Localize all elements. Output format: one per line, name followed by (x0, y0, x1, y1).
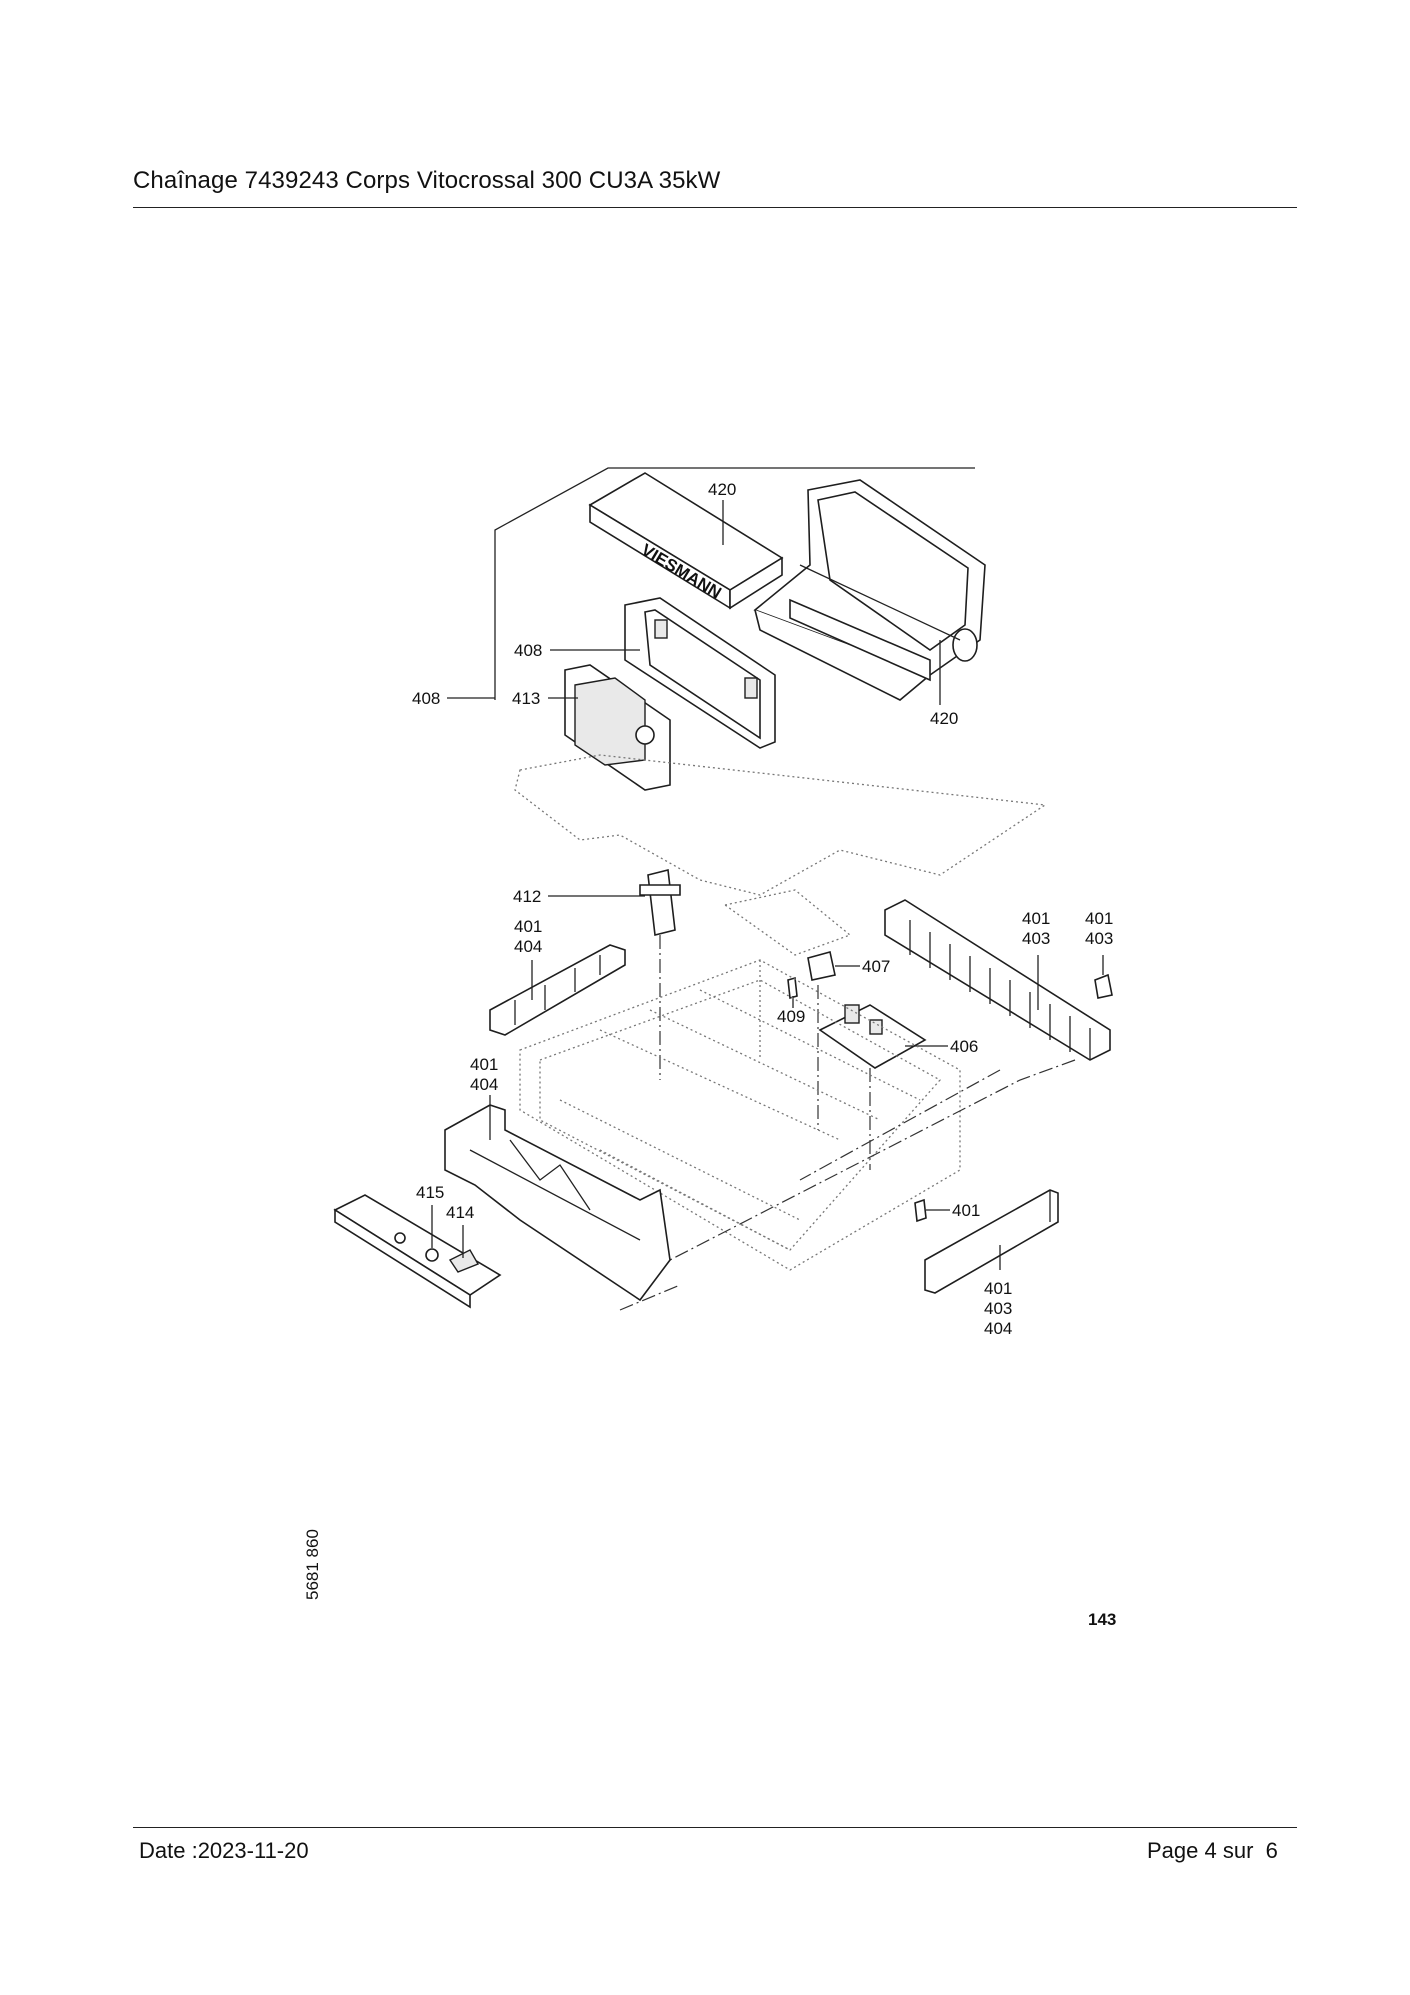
centerlines-chassis (619, 1059, 1076, 1311)
part-412-clip (639, 869, 681, 936)
part-401-403-404-side-panel (924, 1189, 1059, 1294)
callout-401-right-a: 401 (1022, 909, 1050, 928)
part-409 (787, 976, 798, 1000)
callout-403-right-b: 403 (1085, 929, 1113, 948)
part-401-404-left-rail (489, 944, 626, 1036)
part-401-403-right-rail (884, 899, 1111, 1061)
callout-415: 415 (416, 1183, 444, 1202)
callout-401-left: 401 (514, 917, 542, 936)
callout-408-b: 408 (412, 689, 440, 708)
part-420-cover: VIESMANN (588, 472, 784, 610)
callout-401-right-b: 401 (1085, 909, 1113, 928)
callout-401-mid: 401 (470, 1055, 498, 1074)
dotted-chassis (519, 959, 961, 1271)
part-420-housing (753, 479, 986, 701)
part-413-display-panel (564, 664, 671, 791)
part-415-414-front-plate (333, 1194, 502, 1309)
callout-420-top: 420 (708, 480, 736, 499)
callout-401-single: 401 (952, 1201, 980, 1220)
callout-403-right-a: 403 (1022, 929, 1050, 948)
callout-404-left: 404 (514, 937, 542, 956)
callout-401-bottom: 401 (984, 1279, 1012, 1298)
figure-number: 143 (1088, 1610, 1116, 1629)
dotted-board-tab (723, 889, 852, 956)
group-bracket-408 (494, 467, 975, 700)
header-rule (133, 207, 1297, 208)
callout-407: 407 (862, 957, 890, 976)
callout-404-mid: 404 (470, 1075, 498, 1094)
footer-page-number: Page 4 sur 6 (1147, 1838, 1278, 1863)
part-408-frame (624, 597, 776, 749)
callout-404-bottom: 404 (984, 1319, 1012, 1338)
callout-413: 413 (512, 689, 540, 708)
callout-403-bottom: 403 (984, 1299, 1012, 1318)
callout-408-a: 408 (514, 641, 542, 660)
part-406-pcb (818, 1004, 927, 1069)
document-title: Chaînage 7439243 Corps Vitocrossal 300 C… (133, 167, 721, 194)
footer-date: Date :2023-11-20 (139, 1838, 309, 1863)
callout-409: 409 (777, 1007, 805, 1026)
footer-rule (133, 1827, 1297, 1828)
callout-420-right: 420 (930, 709, 958, 728)
callout-414: 414 (446, 1203, 474, 1222)
dotted-board-outline (514, 754, 1047, 896)
part-407 (807, 951, 836, 981)
centerlines-407-406 (817, 985, 871, 1170)
drawing-number: 5681 860 (303, 1529, 322, 1600)
part-401-403-small-clip (1094, 973, 1113, 999)
callout-412: 412 (513, 887, 541, 906)
part-401-clip (914, 1198, 927, 1223)
part-401-404-mid-bracket (444, 1104, 671, 1302)
callout-406: 406 (950, 1037, 978, 1056)
